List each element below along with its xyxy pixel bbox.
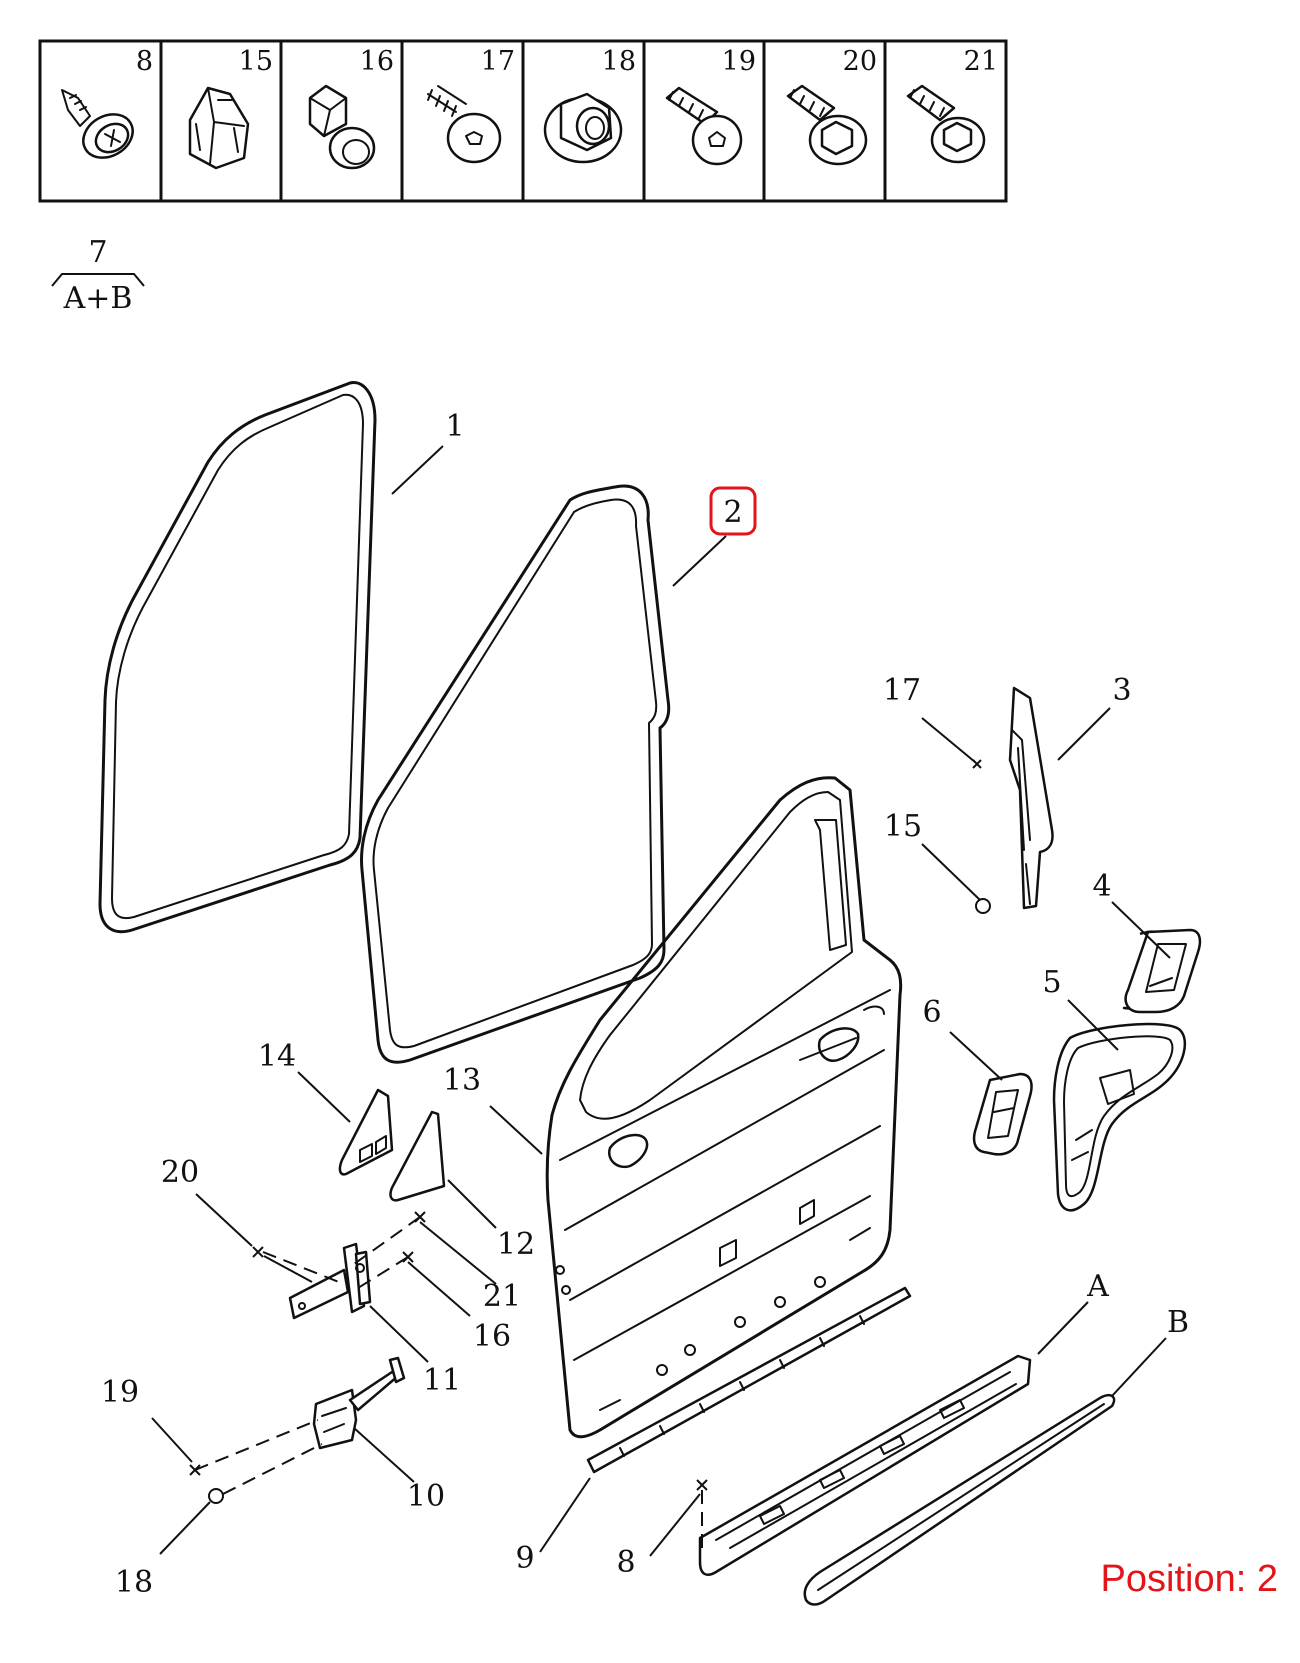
fastener-number-8: 8 [136, 46, 153, 77]
door-seal-2 [360, 484, 671, 1064]
fastener-table: 8 15 16 17 18 19 20 21 [38, 39, 1008, 203]
kit-label: A+B [63, 281, 133, 316]
callout-17: 17 [883, 673, 921, 708]
mirror-trim-14 [338, 1088, 394, 1176]
moulding-A [698, 1354, 1032, 1576]
callout-3: 3 [1112, 673, 1131, 708]
hex-flange-bolt-icon [906, 84, 986, 164]
callout-18: 18 [115, 1565, 153, 1600]
callout-A: A [1086, 1269, 1109, 1304]
callout-13: 13 [443, 1063, 481, 1098]
callout-12: 12 [497, 1227, 535, 1262]
callout-19: 19 [101, 1375, 139, 1410]
flange-nut-icon [543, 92, 623, 164]
fastener-number-17: 17 [481, 46, 515, 77]
push-rivet-icon [308, 84, 376, 170]
callout-1: 1 [445, 409, 464, 444]
hinge-11 [288, 1242, 372, 1320]
fastener-number-20: 20 [843, 46, 877, 77]
callout-9: 9 [515, 1541, 534, 1576]
fastener-symbols [189, 759, 991, 1504]
bezel-6 [972, 1072, 1033, 1156]
callout-11: 11 [423, 1363, 461, 1398]
screw-with-washer-icon [61, 89, 134, 159]
handle-bezel-4 [1122, 928, 1202, 1014]
torx-pan-screw-icon [427, 85, 502, 164]
door-check-10 [312, 1356, 406, 1450]
kit-note: 7 A+B [51, 235, 145, 316]
callout-6: 6 [922, 995, 941, 1030]
kit-number: 7 [88, 235, 107, 270]
callout-5: 5 [1042, 965, 1061, 1000]
pillar-trim-3 [1008, 686, 1054, 910]
callout-14: 14 [258, 1039, 296, 1074]
position-label: Position: 2 [1100, 1558, 1278, 1600]
fastener-number-15: 15 [239, 46, 273, 77]
leader-lines [151, 445, 1171, 1557]
hex-flange-bolt-icon [786, 84, 868, 166]
callout-15: 15 [884, 809, 922, 844]
door-shell-13 [545, 776, 903, 1439]
body-seal-1 [98, 381, 377, 934]
fastener-number-16: 16 [360, 46, 394, 77]
fastener-number-18: 18 [602, 46, 636, 77]
trim-12 [389, 1110, 446, 1202]
callout-2-highlight [709, 486, 757, 536]
sill-strip-9 [586, 1286, 912, 1474]
callout-4: 4 [1092, 869, 1111, 904]
callout-8: 8 [616, 1545, 635, 1580]
callout-16: 16 [473, 1319, 511, 1354]
callout-10: 10 [407, 1479, 445, 1514]
callout-2: 2 [723, 495, 742, 530]
plastic-clip-icon [188, 86, 250, 170]
callout-20: 20 [161, 1155, 199, 1190]
callouts: 1 2 3 4 5 6 8 9 10 11 12 13 14 15 16 17 … [101, 409, 1189, 1600]
fastener-number-21: 21 [964, 46, 998, 77]
callout-21: 21 [483, 1279, 521, 1314]
fastener-number-19: 19 [722, 46, 756, 77]
torx-bolt-icon [665, 86, 743, 166]
callout-B: B [1167, 1305, 1189, 1340]
inner-handle-housing-5 [1052, 1022, 1187, 1212]
